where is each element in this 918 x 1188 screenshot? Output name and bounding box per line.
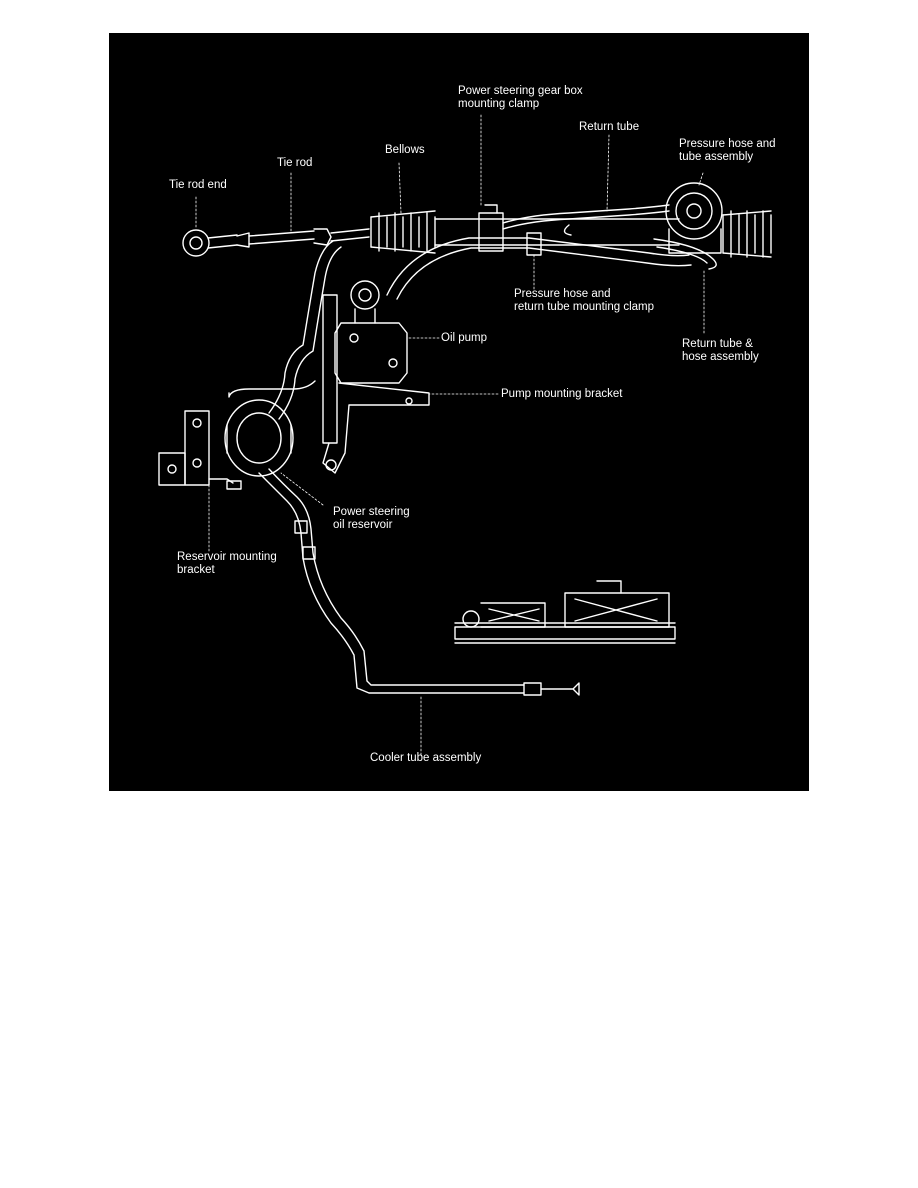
power-steering-diagram: Tie rod end Tie rod Bellows Power steeri… (109, 33, 809, 791)
tie-rod-end-part (182, 229, 238, 257)
clamp-detail-inset (454, 580, 676, 644)
label-pressure-hose-return-clamp: Pressure hose and return tube mounting c… (514, 288, 654, 313)
leader-lines (195, 114, 705, 756)
label-pump-mounting-bracket: Pump mounting bracket (501, 388, 623, 400)
cooler-tube-part (226, 468, 580, 696)
right-bellows-part (722, 210, 772, 258)
label-return-tube-hose: Return tube & hose assembly (682, 338, 759, 363)
rack-housing-part (434, 204, 680, 252)
label-bellows: Bellows (385, 144, 425, 156)
suction-hose-part (268, 240, 342, 420)
label-gear-box-clamp: Power steering gear box mounting clamp (458, 85, 583, 110)
label-pressure-hose-tube: Pressure hose and tube assembly (679, 138, 776, 163)
return-tube-part (502, 204, 670, 236)
diagram-drawing (158, 114, 772, 756)
pressure-hose-part (386, 232, 692, 300)
label-tie-rod-end: Tie rod end (169, 179, 227, 191)
label-cooler-tube: Cooler tube assembly (370, 752, 482, 764)
pump-bracket-part (322, 294, 430, 474)
label-oil-pump: Oil pump (441, 332, 488, 344)
gear-box-valve-part (665, 182, 723, 254)
oil-reservoir-part (224, 399, 294, 477)
label-oil-reservoir: Power steering oil reservoir (333, 506, 410, 531)
return-hose-assembly-part (653, 238, 717, 270)
left-bellows-part (370, 210, 436, 254)
oil-pump-part (334, 280, 408, 384)
reservoir-bracket-part (158, 410, 210, 486)
label-reservoir-bracket: Reservoir mounting bracket (177, 551, 277, 576)
label-tie-rod: Tie rod (277, 157, 313, 169)
label-return-tube: Return tube (579, 121, 640, 133)
tie-rod-part (236, 228, 370, 248)
